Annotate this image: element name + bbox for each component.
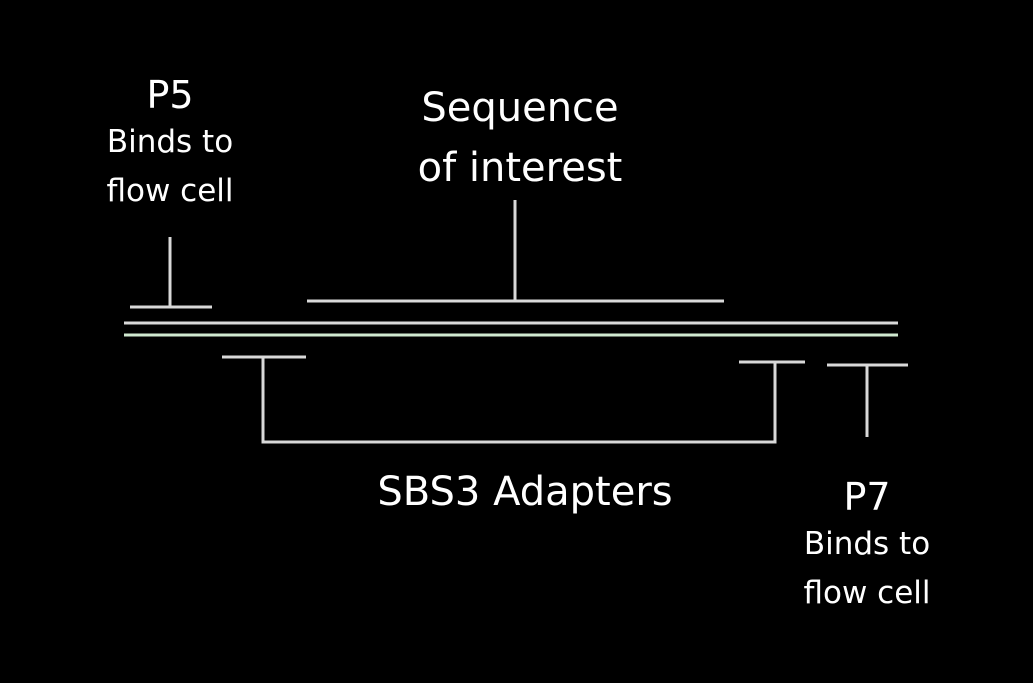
p7-title: P7 [843,475,891,519]
sequence-line1: Sequence [421,85,619,131]
p5-title: P5 [146,73,194,117]
p7-desc-line1: Binds to [803,526,931,562]
p5-label-group: P5 Binds to flow cell [80,72,260,216]
p5-desc-line2: flow cell [106,173,234,209]
sequence-label-group: Sequence of interest [385,78,655,198]
adapters-label: SBS3 Adapters [377,469,673,515]
sequence-line2: of interest [417,145,623,191]
adapters-bracket [261,357,777,444]
p7-desc-line2: flow cell [803,575,931,611]
p5-desc-line1: Binds to [106,124,234,160]
p7-label-group: P7 Binds to flow cell [777,474,957,618]
